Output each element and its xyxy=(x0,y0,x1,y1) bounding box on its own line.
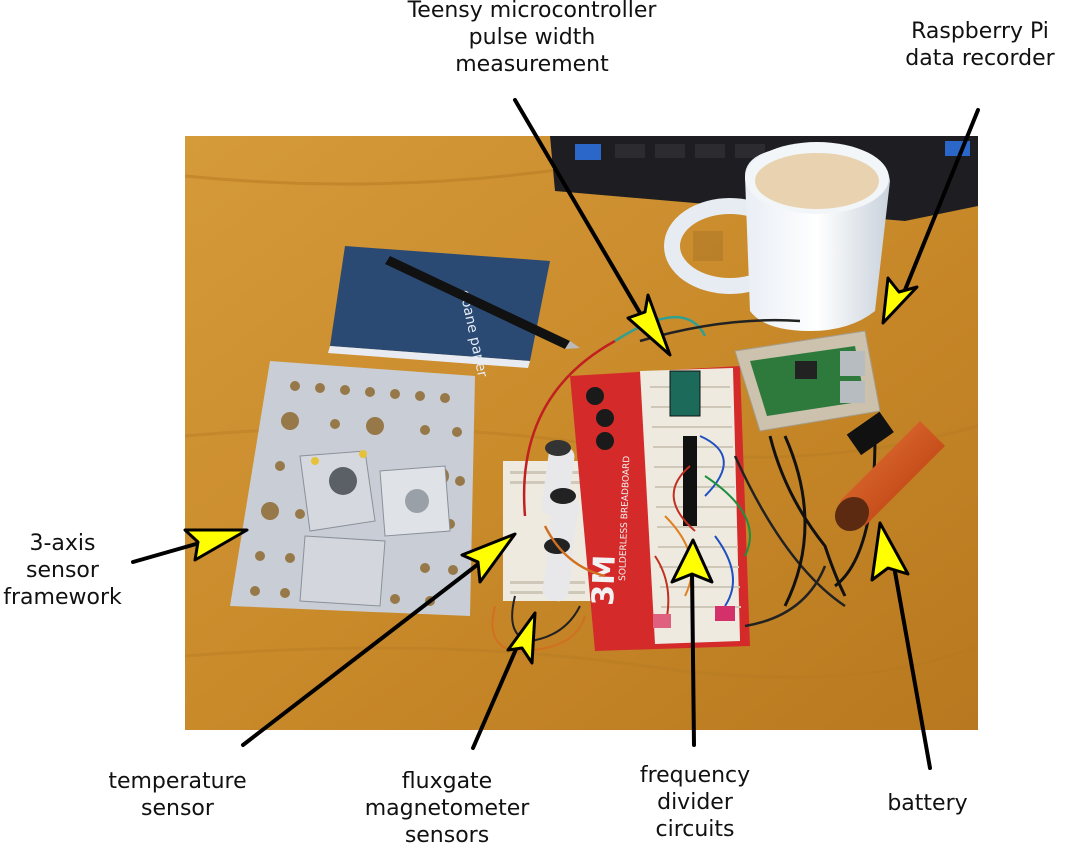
workbench-photo: doane paper xyxy=(185,136,978,730)
teensy-board xyxy=(669,370,701,417)
battery-pack xyxy=(834,421,945,532)
label-divider-line-2: divider xyxy=(657,790,733,815)
sensor-mount-blocks xyxy=(299,450,451,607)
arrowhead-divider xyxy=(670,538,714,584)
label-fluxgate: fluxgate magnetometer sensors xyxy=(352,768,542,849)
label-sensor-framework-line-1: 3-axis xyxy=(29,531,96,556)
label-fluxgate-line-3: sensors xyxy=(404,823,490,848)
label-divider: frequency divider circuits xyxy=(615,762,775,843)
label-sensor-framework-line-3: framework xyxy=(3,585,122,610)
arrowhead-framework xyxy=(183,528,249,562)
breadboard-label-text: SOLDERLESS BREADBOARD xyxy=(618,456,632,581)
arrowhead-teensy xyxy=(626,293,672,357)
fluxgate-sensor-cylinders xyxy=(541,440,579,602)
label-divider-line-3: circuits xyxy=(655,817,735,842)
notebook: doane paper xyxy=(328,246,580,379)
usb-cables xyxy=(768,435,877,607)
label-raspberry-pi-line-1: Raspberry Pi xyxy=(911,19,1049,44)
label-teensy-line-2: pulse width xyxy=(468,25,596,50)
label-temperature-line-1: temperature xyxy=(108,769,247,794)
label-temperature: temperature sensor xyxy=(90,768,265,822)
label-raspberry-pi: Raspberry Pi data recorder xyxy=(885,18,1068,72)
label-sensor-framework-line-2: sensor xyxy=(26,558,99,583)
label-teensy-line-3: measurement xyxy=(455,52,609,77)
arrowhead-raspberry-pi xyxy=(881,276,919,325)
divider-ic-chips xyxy=(683,436,697,526)
arrowhead-battery xyxy=(870,521,910,582)
label-temperature-line-2: sensor xyxy=(141,796,214,821)
label-divider-line-1: frequency xyxy=(639,763,751,788)
label-teensy: Teensy microcontroller pulse width measu… xyxy=(382,0,682,78)
breadboard-brand-text: 3M xyxy=(586,554,623,606)
workbench-photo-svg: doane paper xyxy=(185,136,978,730)
arrowhead-temperature xyxy=(460,532,517,584)
label-fluxgate-line-1: fluxgate xyxy=(401,769,493,794)
coffee-mug xyxy=(664,142,890,331)
sensor-framework-plate xyxy=(230,361,475,616)
label-battery-line-1: battery xyxy=(887,791,968,816)
arrowhead-fluxgate xyxy=(506,611,537,665)
binding-posts xyxy=(586,387,614,450)
label-raspberry-pi-line-2: data recorder xyxy=(905,46,1055,71)
label-sensor-framework: 3-axis sensor framework xyxy=(0,530,125,611)
label-battery: battery xyxy=(860,790,995,817)
label-teensy-line-1: Teensy microcontroller xyxy=(407,0,657,23)
label-fluxgate-line-2: magnetometer xyxy=(364,796,530,821)
raspberry-pi-case xyxy=(734,330,881,432)
